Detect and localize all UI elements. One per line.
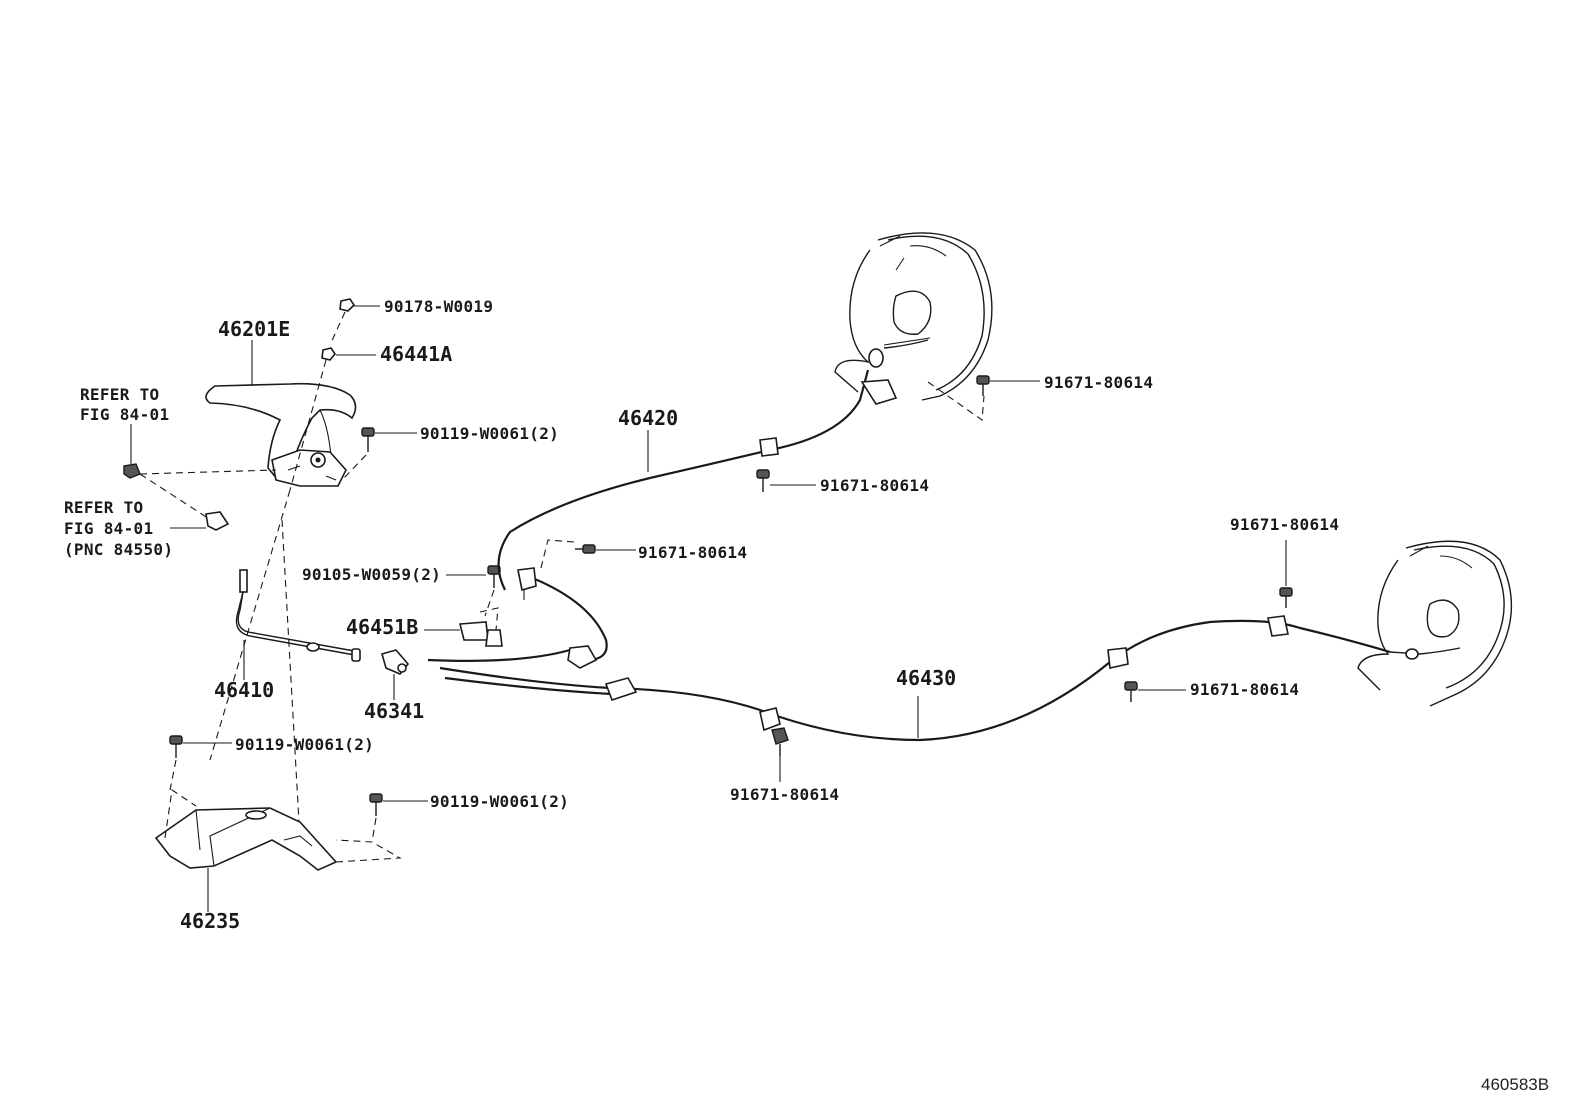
- label-91671-80614-a: 91671-80614: [1044, 373, 1153, 392]
- refer-bolt-2: [170, 511, 230, 531]
- label-46201E: 46201E: [218, 317, 290, 341]
- bolt-91671-e: [1124, 681, 1186, 702]
- bolt-90119-b: [169, 735, 232, 791]
- figure-id: 460583B: [1481, 1075, 1549, 1094]
- label-90119-W0061-c: 90119-W0061(2): [430, 792, 569, 811]
- label-46441A: 46441A: [380, 342, 452, 366]
- rear-brake-backing-plate-right: [1357, 540, 1513, 707]
- label-90105-W0059: 90105-W0059(2): [302, 565, 441, 584]
- clip-46451B: [424, 607, 503, 647]
- bolt-90119-c: [369, 793, 428, 843]
- label-46420: 46420: [618, 406, 678, 430]
- label-46341: 46341: [364, 699, 424, 723]
- front-cable-46410: [235, 569, 361, 680]
- rear-cable-46420: [427, 337, 931, 669]
- label-refer-1-line1: REFER TO: [80, 385, 159, 404]
- bushing-46441A: [321, 347, 376, 361]
- label-refer-1-line2: FIG 84-01: [80, 405, 169, 424]
- refer-bolt-1: [123, 424, 277, 523]
- bolt-90105: [446, 565, 501, 617]
- label-91671-80614-b: 91671-80614: [820, 476, 929, 495]
- label-refer-2-line3: (PNC 84550): [64, 540, 173, 559]
- bolt-91671-d: [1279, 540, 1293, 608]
- label-91671-80614-d: 91671-80614: [1230, 515, 1339, 534]
- rear-cable-46430: [439, 615, 1461, 742]
- label-46410: 46410: [214, 678, 274, 702]
- bolt-91671-f: [771, 727, 789, 782]
- label-91671-80614-c: 91671-80614: [638, 543, 747, 562]
- rear-brake-backing-plate-left: [834, 232, 993, 422]
- nut-90178: [339, 298, 380, 312]
- label-90119-W0061-a: 90119-W0061(2): [420, 424, 559, 443]
- equalizer-46341: [381, 649, 410, 700]
- bolt-91671-a: [976, 375, 1040, 396]
- label-91671-80614-f: 91671-80614: [730, 785, 839, 804]
- parking-brake-lever: [205, 382, 357, 487]
- label-90178-W0019: 90178-W0019: [384, 297, 493, 316]
- label-refer-2-line2: FIG 84-01: [64, 519, 153, 538]
- lever-bracket-46235: [154, 789, 402, 912]
- label-90119-W0061-b: 90119-W0061(2): [235, 735, 374, 754]
- label-46235: 46235: [180, 909, 240, 933]
- label-91671-80614-e: 91671-80614: [1190, 680, 1299, 699]
- bolt-90119-a: [343, 427, 417, 479]
- label-46430: 46430: [896, 666, 956, 690]
- bolt-91671-b: [756, 469, 816, 492]
- bolt-91671-c: [539, 539, 636, 573]
- label-refer-2-line1: REFER TO: [64, 498, 143, 517]
- label-46451B: 46451B: [346, 615, 418, 639]
